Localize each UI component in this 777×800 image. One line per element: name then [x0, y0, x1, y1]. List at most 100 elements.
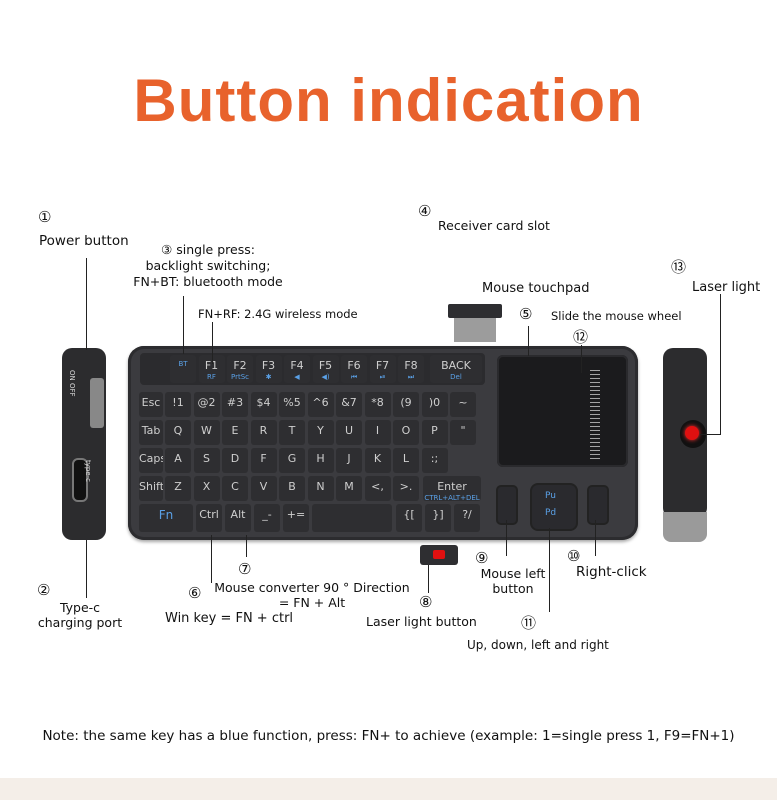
mouse-touchpad[interactable]: [497, 355, 628, 467]
key-tab[interactable]: Tab: [139, 420, 163, 445]
minus-key[interactable]: _-: [254, 504, 280, 532]
backlight-label: ③ single press: backlight switching; FN+…: [133, 242, 283, 289]
key-3[interactable]: #3: [222, 392, 248, 417]
receiver-slot-label: Receiver card slot: [438, 218, 550, 233]
key-d[interactable]: D: [222, 448, 248, 473]
key-p[interactable]: P: [421, 420, 448, 445]
laser-light-button[interactable]: [420, 545, 458, 565]
key-t[interactable]: T: [279, 420, 305, 445]
key-h[interactable]: H: [307, 448, 334, 473]
callout-6: ⑥: [188, 584, 202, 602]
key-4[interactable]: $4: [250, 392, 277, 417]
scroll-wheel-label: Slide the mouse wheel: [551, 309, 682, 323]
key-b[interactable]: B: [279, 476, 305, 501]
equals-key[interactable]: +=: [283, 504, 309, 532]
key-j[interactable]: J: [336, 448, 362, 473]
key-s[interactable]: S: [193, 448, 220, 473]
fn-key-f4[interactable]: F4◀: [284, 355, 310, 383]
laser-light-icon: [685, 426, 699, 440]
arrows-label: Up, down, left and right: [467, 638, 609, 652]
key-n[interactable]: N: [307, 476, 334, 501]
key-5[interactable]: %5: [279, 392, 305, 417]
callout-8: ⑧: [419, 593, 433, 611]
key-w[interactable]: W: [193, 420, 220, 445]
key-c[interactable]: C: [222, 476, 248, 501]
callout-10: ⑩: [567, 547, 581, 565]
key-o[interactable]: O: [393, 420, 419, 445]
space-key[interactable]: [312, 504, 392, 532]
key-2[interactable]: @2: [193, 392, 220, 417]
callout-9: ⑨: [475, 549, 489, 567]
touchpad-label: Mouse touchpad: [482, 281, 590, 296]
key-e[interactable]: E: [222, 420, 248, 445]
key-q[interactable]: Q: [165, 420, 191, 445]
callout-11: ⑪: [521, 614, 537, 632]
footer-band: [0, 778, 777, 800]
key-l[interactable]: L: [393, 448, 419, 473]
type-c-port: [72, 458, 88, 502]
bracket-key-1[interactable]: }]: [425, 504, 451, 532]
callout-1: ①: [38, 208, 52, 226]
key-f[interactable]: F: [250, 448, 277, 473]
bracket-key-2[interactable]: ?/: [454, 504, 480, 532]
laser-icon: [433, 550, 445, 559]
callout-7: ⑦: [238, 560, 252, 578]
callout-12: ⑫: [573, 328, 589, 346]
key-7[interactable]: &7: [336, 392, 362, 417]
key-m[interactable]: M: [336, 476, 362, 501]
key-a[interactable]: A: [165, 448, 191, 473]
fn-key-f7[interactable]: F7⏯: [369, 355, 396, 383]
mouse-left-button[interactable]: [496, 485, 518, 525]
key-[interactable]: :;: [421, 448, 448, 473]
key-9[interactable]: (9: [393, 392, 419, 417]
page-up-label: Pu: [545, 491, 556, 501]
fn-key-f5[interactable]: F5◀): [312, 355, 339, 383]
key-i[interactable]: I: [364, 420, 391, 445]
key-shift[interactable]: Shift: [139, 476, 163, 501]
key-8[interactable]: *8: [364, 392, 391, 417]
bracket-key-0[interactable]: {[: [396, 504, 422, 532]
fn-key-f6[interactable]: F6⏮: [341, 355, 367, 383]
scroll-wheel-strip[interactable]: [590, 370, 600, 462]
right-side-base: [663, 512, 707, 542]
fn-key[interactable]: Fn: [139, 504, 193, 532]
key-y[interactable]: Y: [307, 420, 334, 445]
ctrl-key[interactable]: Ctrl: [196, 504, 222, 532]
direction-pad[interactable]: Pu Pd: [530, 483, 578, 531]
key-[interactable]: <,: [364, 476, 391, 501]
key-k[interactable]: K: [364, 448, 391, 473]
key-6[interactable]: ^6: [307, 392, 334, 417]
mouse-right-button[interactable]: [587, 485, 609, 525]
key-[interactable]: ~: [450, 392, 476, 417]
fn-key-bt[interactable]: BT: [170, 355, 196, 383]
key-0[interactable]: )0: [421, 392, 448, 417]
page-title: Button indication: [133, 67, 644, 134]
key-v[interactable]: V: [250, 476, 277, 501]
callout-5: ⑤: [519, 305, 533, 323]
keyboard-right-side-view: [663, 348, 707, 518]
key-z[interactable]: Z: [165, 476, 191, 501]
on-off-text: ON OFF: [68, 370, 76, 397]
key-u[interactable]: U: [336, 420, 362, 445]
key-[interactable]: >.: [393, 476, 419, 501]
fn-key-f3[interactable]: F3✱: [255, 355, 282, 383]
key-[interactable]: ": [450, 420, 476, 445]
key-esc[interactable]: Esc: [139, 392, 163, 417]
footer-note: Note: the same key has a blue function, …: [42, 728, 735, 744]
key-g[interactable]: G: [279, 448, 305, 473]
alt-key[interactable]: Alt: [225, 504, 251, 532]
key-r[interactable]: R: [250, 420, 277, 445]
wireless-mode-label: FN+RF: 2.4G wireless mode: [198, 307, 358, 321]
power-switch: [90, 378, 104, 428]
key-1[interactable]: !1: [165, 392, 191, 417]
key-x[interactable]: X: [193, 476, 220, 501]
laser-button-label: Laser light button: [366, 614, 477, 629]
fn-key-f8[interactable]: F8⏭: [398, 355, 424, 383]
key-caps[interactable]: Caps: [139, 448, 163, 473]
